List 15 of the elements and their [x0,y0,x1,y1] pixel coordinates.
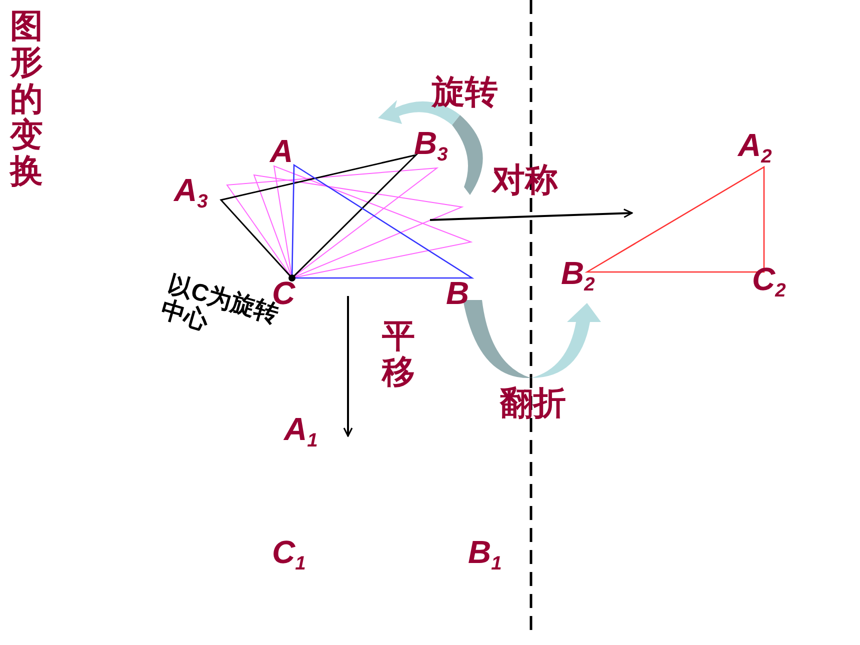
point-label: A [270,134,294,170]
operation-label: 平移 [382,318,415,391]
point-label: C$_{2}$ [752,262,786,302]
operation-label: 对称 [492,162,558,198]
point-label: A$_{2}$ [738,128,772,168]
operation-label: 旋转 [432,74,498,110]
point-label: A$_{3}$ [174,173,208,213]
point-label: B$_{1}$ [468,535,502,575]
point-label: B [446,276,470,312]
vertical-title: 图形的变换 [10,8,43,190]
point-label: B$_{2}$ [561,256,595,296]
point-label: C$_{1}$ [272,535,306,575]
point-label: B$_{3}$ [414,126,448,166]
operation-label: 翻折 [500,385,566,422]
point-label: A$_{1}$ [284,412,318,452]
